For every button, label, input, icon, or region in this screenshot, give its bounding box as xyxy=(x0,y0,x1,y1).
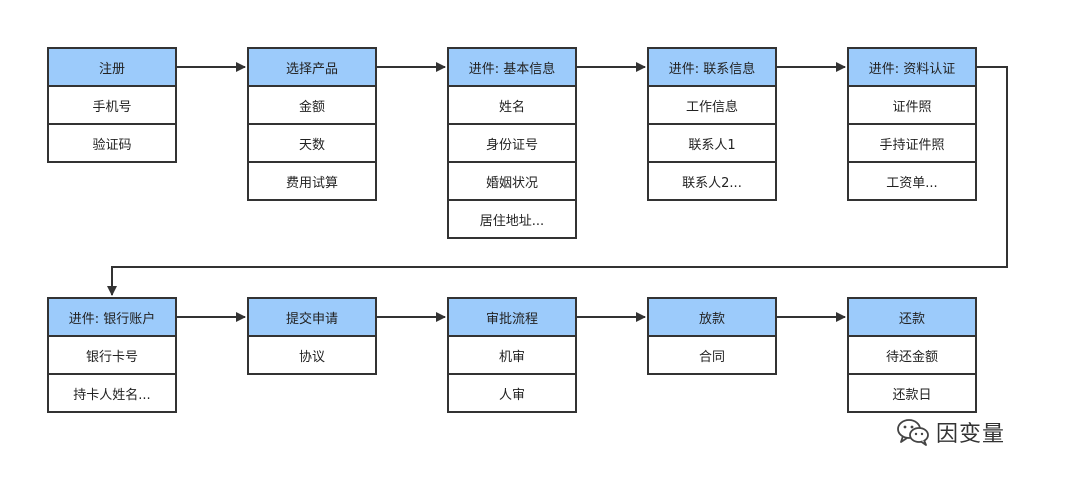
step-item: 天数 xyxy=(247,123,377,163)
step-item: 协议 xyxy=(247,335,377,375)
step-title: 审批流程 xyxy=(447,297,577,337)
step-item: 人审 xyxy=(447,373,577,413)
step-item: 待还金额 xyxy=(847,335,977,375)
wechat-icon xyxy=(897,419,929,446)
watermark: 因变量 xyxy=(896,414,1005,450)
step-item: 验证码 xyxy=(47,123,177,163)
step-item: 手持证件照 xyxy=(847,123,977,163)
step-submit-application: 提交申请 协议 xyxy=(247,297,377,375)
step-register: 注册 手机号 验证码 xyxy=(47,47,177,163)
step-item: 银行卡号 xyxy=(47,335,177,375)
step-title: 进件: 银行账户 xyxy=(47,297,177,337)
step-disbursement: 放款 合同 xyxy=(647,297,777,375)
step-title: 放款 xyxy=(647,297,777,337)
step-item: 工资单... xyxy=(847,161,977,201)
step-item: 工作信息 xyxy=(647,85,777,125)
step-item: 手机号 xyxy=(47,85,177,125)
step-approval-process: 审批流程 机审 人审 xyxy=(447,297,577,413)
step-item: 居住地址... xyxy=(447,199,577,239)
step-title: 选择产品 xyxy=(247,47,377,87)
step-title: 还款 xyxy=(847,297,977,337)
watermark-text: 因变量 xyxy=(936,422,1006,447)
step-item: 金额 xyxy=(247,85,377,125)
step-item: 证件照 xyxy=(847,85,977,125)
step-select-product: 选择产品 金额 天数 费用试算 xyxy=(247,47,377,201)
step-title: 进件: 联系信息 xyxy=(647,47,777,87)
step-item: 机审 xyxy=(447,335,577,375)
step-item: 联系人1 xyxy=(647,123,777,163)
step-item: 联系人2... xyxy=(647,161,777,201)
step-title: 进件: 基本信息 xyxy=(447,47,577,87)
step-basic-info: 进件: 基本信息 姓名 身份证号 婚姻状况 居住地址... xyxy=(447,47,577,239)
step-contact-info: 进件: 联系信息 工作信息 联系人1 联系人2... xyxy=(647,47,777,201)
step-item: 持卡人姓名... xyxy=(47,373,177,413)
step-item: 婚姻状况 xyxy=(447,161,577,201)
flow-arrow-wrap xyxy=(107,66,1008,296)
step-bank-account: 进件: 银行账户 银行卡号 持卡人姓名... xyxy=(47,297,177,413)
step-title: 注册 xyxy=(47,47,177,87)
step-title: 提交申请 xyxy=(247,297,377,337)
step-item: 身份证号 xyxy=(447,123,577,163)
step-document-auth: 进件: 资料认证 证件照 手持证件照 工资单... xyxy=(847,47,977,201)
step-item: 合同 xyxy=(647,335,777,375)
step-item: 姓名 xyxy=(447,85,577,125)
step-title: 进件: 资料认证 xyxy=(847,47,977,87)
step-item: 还款日 xyxy=(847,373,977,413)
step-item: 费用试算 xyxy=(247,161,377,201)
step-repayment: 还款 待还金额 还款日 xyxy=(847,297,977,413)
